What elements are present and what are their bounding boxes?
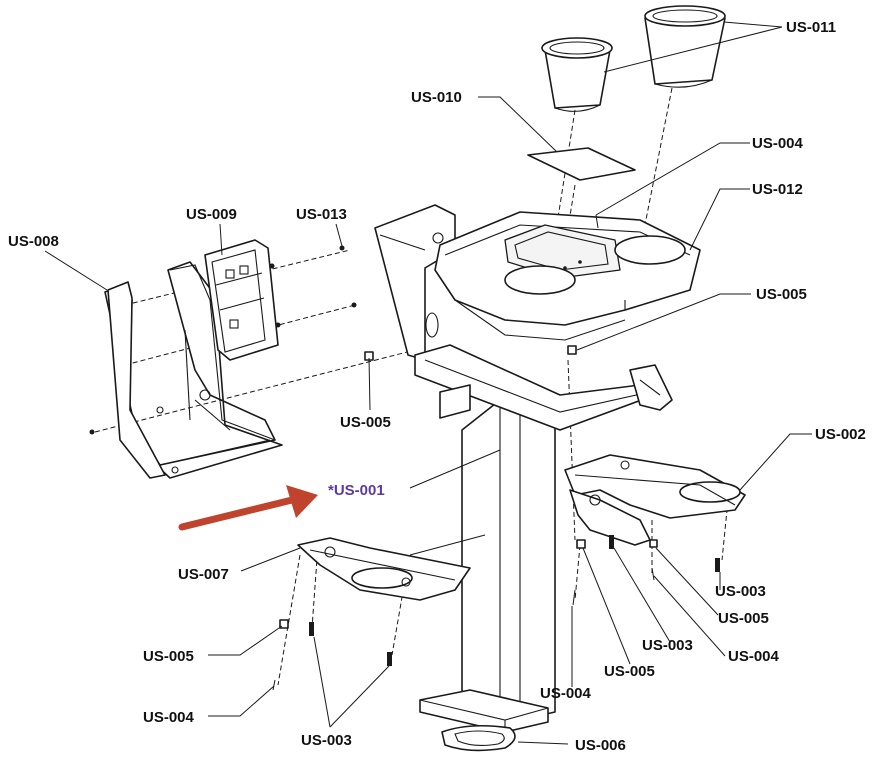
label-us-007: US-007 (178, 566, 229, 583)
right-arm-tray-part (564, 454, 746, 546)
label-us-002: US-002 (815, 426, 866, 443)
label-us-006: US-006 (575, 737, 626, 754)
left-arm-tray-part (297, 537, 471, 601)
highlight-arrow (178, 485, 318, 531)
label-us-003-right: US-003 (715, 583, 766, 600)
part-labels: US-011 US-010 US-004 US-012 US-009 US-01… (8, 19, 866, 754)
column-part (419, 389, 556, 733)
label-us-011: US-011 (786, 19, 836, 36)
cup-holder-small-part (541, 37, 613, 112)
label-us-004-right: US-004 (728, 648, 780, 665)
label-us-005-right: US-005 (756, 286, 807, 303)
label-us-005-right2: US-005 (718, 610, 769, 627)
label-us-005-mid: US-005 (340, 414, 391, 431)
label-us-004-top: US-004 (752, 135, 804, 152)
label-us-005-center: US-005 (604, 663, 655, 680)
label-us-008: US-008 (8, 233, 59, 250)
label-us-013: US-013 (296, 206, 347, 223)
label-us-010: US-010 (411, 89, 462, 106)
cup-holder-large-part (644, 5, 726, 88)
label-us-004-center: US-004 (540, 685, 592, 702)
label-us-003-bottom: US-003 (301, 732, 352, 749)
label-us-003-center: US-003 (642, 637, 693, 654)
label-us-009: US-009 (186, 206, 237, 223)
label-us-012: US-012 (752, 181, 803, 198)
leader-lines (44, 21, 812, 745)
console-tray-part (434, 211, 701, 341)
gasket-part (441, 724, 516, 752)
pad-part (527, 147, 636, 181)
side-panel-part (204, 239, 279, 361)
label-us-001: *US-001 (328, 482, 385, 499)
label-us-004-left: US-004 (143, 709, 195, 726)
label-us-005-left: US-005 (143, 648, 194, 665)
fasteners (89, 214, 720, 691)
upper-frame-part (374, 204, 673, 431)
left-panel-part (104, 261, 283, 479)
